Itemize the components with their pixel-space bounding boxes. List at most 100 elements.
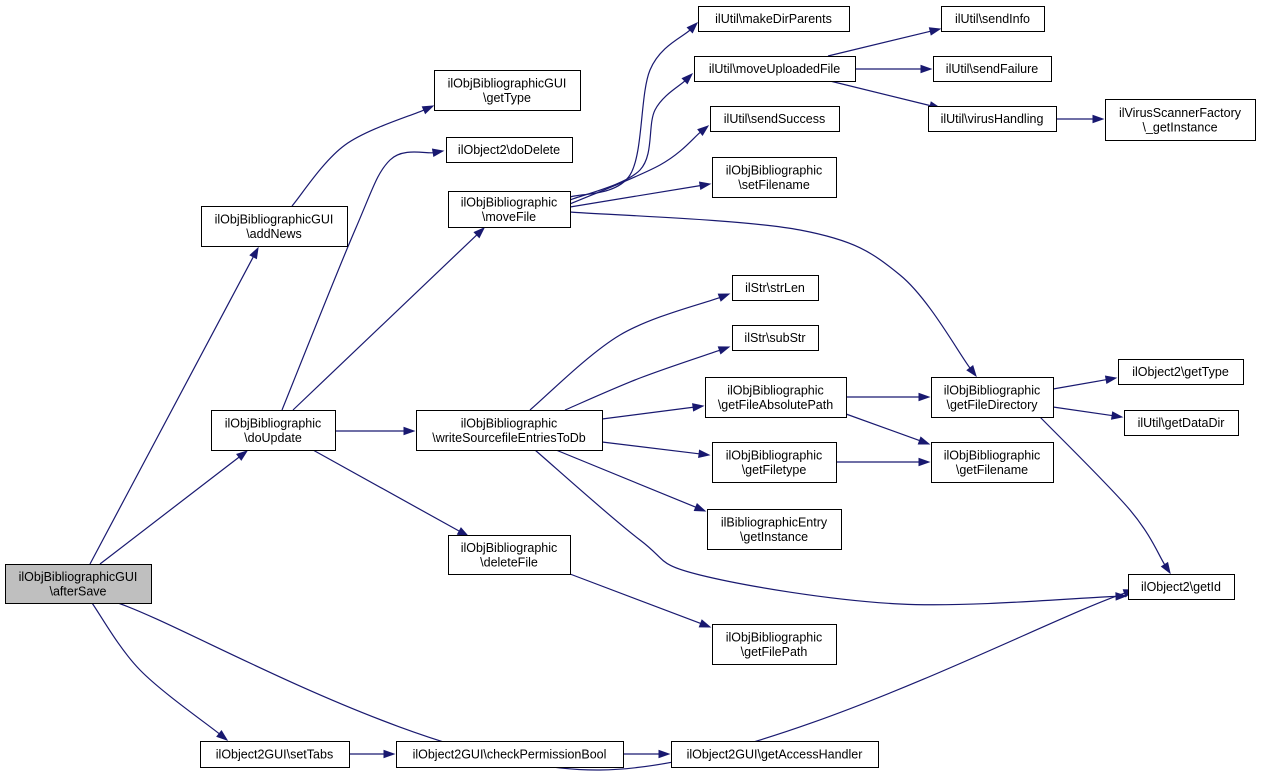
node-label: ilUtil\moveUploadedFile [709, 62, 840, 76]
edge-arrowhead [1115, 592, 1128, 601]
node-box [1105, 99, 1256, 141]
edge-getFileAbs-to-getFileDir [846, 392, 931, 402]
node-label: ilUtil\sendInfo [955, 12, 1030, 26]
node-box [732, 275, 819, 301]
node-label: \getFilename [956, 463, 1028, 477]
node-getDataDir[interactable]: ilUtil\getDataDir [1124, 410, 1239, 436]
node-label: ilObjBibliographic [461, 416, 558, 430]
node-label: \_getInstance [1142, 120, 1217, 134]
edge-getFileDir-to-getId [1039, 416, 1171, 575]
node-moveUp[interactable]: ilUtil\moveUploadedFile [694, 56, 856, 82]
edge-line [601, 441, 700, 455]
node-getFileAbs[interactable]: ilObjBibliographic\getFileAbsolutePath [705, 377, 847, 418]
node-getId[interactable]: ilObject2\getId [1128, 574, 1235, 600]
edge-line [529, 296, 720, 411]
node-subStr[interactable]: ilStr\subStr [732, 325, 819, 351]
node-virus[interactable]: ilUtil\virusHandling [928, 106, 1057, 132]
edge-writeSrc-to-subStr [564, 346, 731, 411]
node-label: \afterSave [50, 584, 107, 598]
node-box [941, 6, 1045, 32]
edge-arrowhead [698, 619, 712, 628]
node-deleteFile[interactable]: ilObjBibliographic\deleteFile [448, 535, 571, 575]
node-checkPerm[interactable]: ilObject2GUI\checkPermissionBool [396, 741, 624, 768]
edge-arrowhead [456, 527, 470, 537]
edge-doUpdate-to-doDelete [281, 148, 445, 411]
edge-writeSrc-to-getId [534, 449, 1128, 606]
edge-line [292, 234, 478, 411]
node-getFilename[interactable]: ilObjBibliographic\getFilename [931, 442, 1054, 483]
edge-arrowhead [1092, 114, 1105, 124]
node-setFilename[interactable]: ilObjBibliographic\setFilename [712, 157, 837, 198]
node-label: ilObjBibliographic [944, 383, 1041, 397]
node-sendInfo[interactable]: ilUtil\sendInfo [941, 6, 1045, 32]
node-box [931, 442, 1054, 483]
edge-line [281, 151, 434, 411]
node-getAccess[interactable]: ilObject2GUI\getAccessHandler [671, 741, 879, 768]
edge-arrowhead [431, 148, 445, 158]
edge-line [569, 211, 971, 369]
node-getFiletype[interactable]: ilObjBibliographic\getFiletype [712, 442, 837, 483]
node-label: ilObjBibliographic [461, 195, 558, 209]
node-sendFailure[interactable]: ilUtil\sendFailure [933, 56, 1052, 82]
node-doDelete[interactable]: ilObject2\doDelete [446, 137, 573, 163]
node-box [1124, 410, 1239, 436]
node-root[interactable]: ilObjBibliographicGUI\afterSave [5, 564, 152, 604]
node-box [928, 106, 1057, 132]
edge-arrowhead [698, 181, 712, 190]
node-box [448, 535, 571, 575]
node-getFilePath[interactable]: ilObjBibliographic\getFilePath [712, 624, 837, 665]
node-box [1128, 574, 1235, 600]
edge-line [845, 413, 920, 442]
edge-line [569, 185, 701, 208]
node-obj2GetType[interactable]: ilObject2\getType [1118, 359, 1244, 385]
node-label: ilUtil\getDataDir [1138, 416, 1225, 430]
node-setTabs[interactable]: ilObject2GUI\setTabs [200, 741, 350, 768]
edge-getFileDir-to-getDataDir [1052, 406, 1124, 420]
edge-addNews-to-guiGetType [291, 105, 435, 207]
edge-arrowhead [928, 27, 942, 36]
node-doUpdate[interactable]: ilObjBibliographic\doUpdate [211, 410, 336, 451]
node-sendSuccess[interactable]: ilUtil\sendSuccess [710, 106, 840, 132]
edge-moveUp-to-sendFailure [855, 64, 933, 74]
node-label: \getFilePath [741, 645, 808, 659]
node-virusFactory[interactable]: ilVirusScannerFactory\_getInstance [1105, 99, 1256, 141]
node-label: ilObject2\getId [1141, 580, 1221, 594]
node-moveFile[interactable]: ilObjBibliographic\moveFile [448, 191, 571, 228]
edge-arrowhead [1110, 411, 1124, 420]
edge-arrowhead [249, 246, 259, 260]
edge-arrowhead [966, 365, 977, 378]
node-label: ilObjBibliographicGUI [19, 570, 138, 584]
edge-moveUp-to-virus [829, 80, 942, 110]
node-bibEntry[interactable]: ilBibliographicEntry\getInstance [707, 509, 842, 550]
node-box [712, 624, 837, 665]
edge-line [569, 131, 701, 205]
node-box [5, 564, 152, 604]
edge-line [827, 30, 931, 57]
edge-arrowhead [1160, 561, 1171, 575]
edge-getFiletype-to-getFilename [836, 457, 931, 467]
node-box [448, 191, 571, 228]
node-label: ilUtil\sendFailure [946, 62, 1038, 76]
node-label: ilUtil\virusHandling [941, 112, 1044, 126]
edge-line [564, 349, 720, 411]
node-box [396, 741, 624, 768]
node-label: \setFilename [738, 178, 810, 192]
node-getFileDir[interactable]: ilObjBibliographic\getFileDirectory [931, 377, 1054, 418]
node-label: ilObjBibliographicGUI [448, 76, 567, 90]
node-box [446, 137, 573, 163]
node-label: \getInstance [740, 530, 808, 544]
node-label: \doUpdate [244, 431, 302, 445]
edge-arrowhead [681, 72, 694, 85]
edge-arrowhead [920, 64, 933, 74]
node-strLen[interactable]: ilStr\strLen [732, 275, 819, 301]
edge-line [91, 602, 220, 735]
node-guiGetType[interactable]: ilObjBibliographicGUI\getType [434, 70, 581, 111]
node-writeSrc[interactable]: ilObjBibliographic\writeSourcefileEntrie… [416, 410, 603, 451]
node-makeDir[interactable]: ilUtil\makeDirParents [698, 6, 850, 32]
node-box [707, 509, 842, 550]
node-addNews[interactable]: ilObjBibliographicGUI\addNews [201, 206, 348, 247]
edge-line [117, 592, 1125, 771]
node-label: ilObject2GUI\checkPermissionBool [413, 748, 607, 762]
edge-arrowhead [693, 503, 707, 512]
